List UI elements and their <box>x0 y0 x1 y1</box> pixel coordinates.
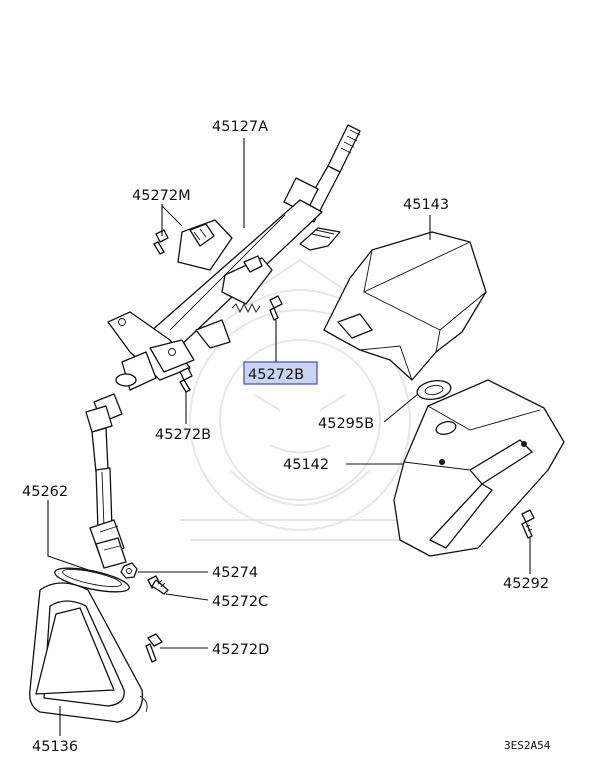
label-45274[interactable]: 45274 <box>212 565 258 581</box>
label-45292[interactable]: 45292 <box>503 576 549 592</box>
label-45143[interactable]: 45143 <box>403 197 449 213</box>
part-labels: 45127A 45272M 45143 45272B 45272B 45295B… <box>22 119 551 755</box>
label-45127A[interactable]: 45127A <box>212 119 268 135</box>
bolt-45272B-upper[interactable] <box>269 295 283 321</box>
nut-45274[interactable] <box>120 562 138 579</box>
steering-boot[interactable] <box>29 563 148 723</box>
intermediate-shaft[interactable] <box>85 393 127 569</box>
screw-45292[interactable] <box>521 509 535 539</box>
grommet-45295B[interactable] <box>416 378 453 402</box>
drawing-code: 3ES2A54 <box>504 739 551 752</box>
label-45262[interactable]: 45262 <box>22 484 68 500</box>
label-45272C[interactable]: 45272C <box>212 594 268 610</box>
leader-lines <box>47 138 531 736</box>
lower-column-cover[interactable] <box>393 379 565 557</box>
label-45272B-highlighted[interactable]: 45272B <box>248 367 304 383</box>
label-45272M[interactable]: 45272M <box>132 188 191 204</box>
steering-column-assembly[interactable] <box>107 124 361 391</box>
bolt-45272D[interactable] <box>145 633 163 663</box>
label-45142[interactable]: 45142 <box>283 457 329 473</box>
label-45136[interactable]: 45136 <box>32 739 78 755</box>
label-45272B[interactable]: 45272B <box>155 427 211 443</box>
highlight-box <box>243 361 318 385</box>
bolt-45272C[interactable] <box>147 575 169 595</box>
upper-column-cover[interactable] <box>323 231 487 381</box>
bolt-45272B-lower[interactable] <box>179 367 193 393</box>
label-45272D[interactable]: 45272D <box>212 642 269 658</box>
bolt-45272M[interactable] <box>153 229 169 255</box>
label-45295B[interactable]: 45295B <box>318 416 374 432</box>
